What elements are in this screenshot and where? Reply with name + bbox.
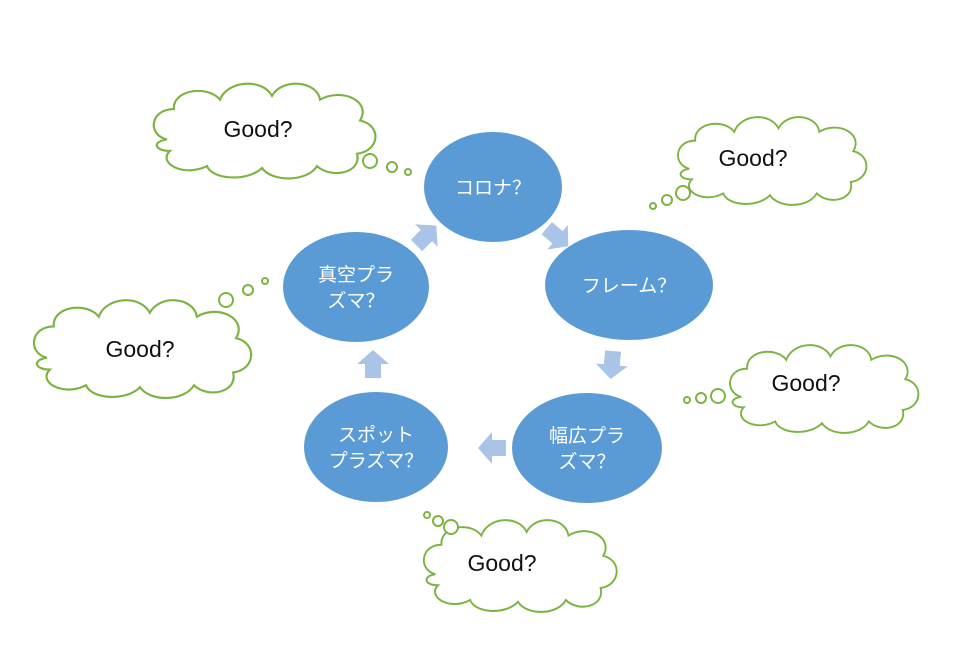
node-label: ズマ？ [558,451,615,473]
cycle-arrows [357,222,628,464]
cycle-arrow-5 [410,224,438,252]
node-label: プラズマ？ [329,450,424,472]
node-label: コロナ？ [455,177,531,199]
cycle-arrow-4 [357,350,389,378]
cycle-arrow-1 [541,222,569,250]
thought-bubble-dot [675,185,691,201]
thought-bubble-dot [432,515,444,527]
thought-clouds: Good? Good? Good? Good? Good? [32,82,920,613]
thought-bubble-dot [404,168,412,176]
cycle-arrow-3 [478,432,506,464]
node-ellipse [283,232,429,342]
thought-bubble-dot [683,396,691,404]
node-ellipse [512,393,662,503]
thought-bubble-dot [695,392,707,404]
cloud-label: Good? [105,336,174,362]
node-label: ズマ？ [327,290,384,312]
thought-bubble-dot [423,511,431,519]
thought-bubble-dot [443,519,459,535]
thought-bubble-dot [218,292,234,308]
cycle-arrow-2 [595,350,628,379]
thought-bubble-dot [386,161,398,173]
node-corona: コロナ？ [424,132,562,242]
thought-bubble-dot [649,202,657,210]
cloud-label: Good? [771,370,840,396]
node-label: 幅広プラ [549,425,625,447]
node-label: 真空プラ [318,264,394,286]
thought-bubble-dot [261,277,269,285]
cloud-label: Good? [467,550,536,576]
thought-cloud-3: Good? [683,344,920,434]
node-ellipse [304,392,448,502]
thought-bubble-dot [710,388,726,404]
node-ellipse [424,132,562,242]
cloud-label: Good? [223,116,292,142]
thought-cloud-5: Good? [32,277,269,400]
thought-bubble-dot [661,194,673,206]
thought-cloud-4: Good? [422,511,618,613]
node-flame: フレーム？ [545,230,713,340]
node-label: スポット [338,424,414,446]
thought-bubble-dot [242,284,254,296]
node-label: フレーム？ [582,275,676,297]
node-ellipse [545,230,713,340]
thought-bubble-dot [362,153,378,169]
cloud-label: Good? [718,145,787,171]
thought-cloud-2: Good? [649,116,868,210]
thought-cloud-1: Good? [152,82,412,180]
